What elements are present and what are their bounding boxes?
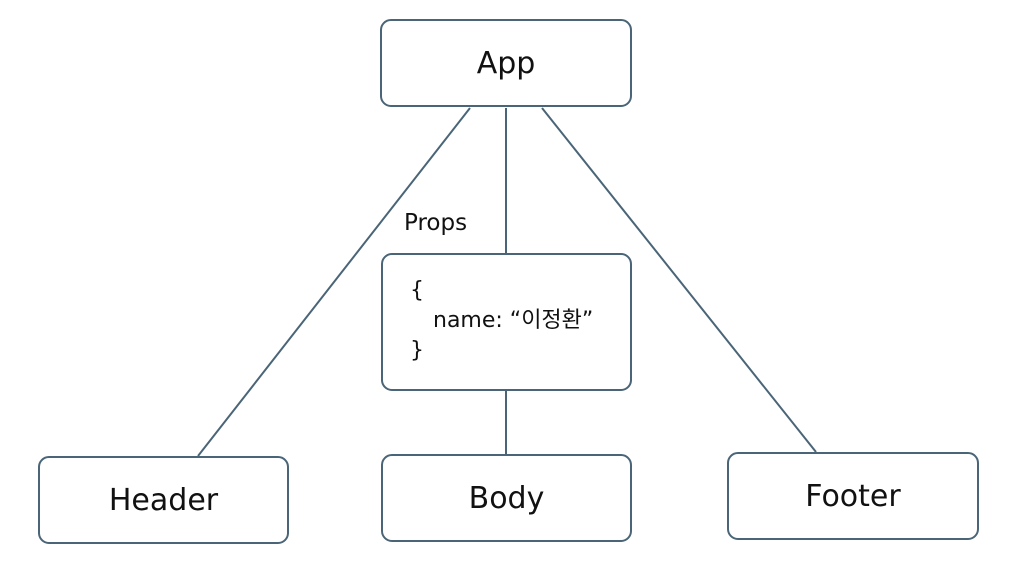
- footer-node: Footer: [727, 452, 979, 540]
- app-node-label: App: [476, 45, 536, 81]
- body-node-label: Body: [468, 480, 545, 516]
- footer-node-label: Footer: [805, 478, 901, 514]
- app-node: App: [380, 19, 632, 107]
- props-entry: name: “이정환”: [433, 308, 594, 333]
- props-close-brace: }: [410, 338, 424, 363]
- props-label: Props: [404, 210, 468, 236]
- edge-app-to-header: [197, 107, 471, 457]
- header-node-label: Header: [108, 482, 219, 518]
- edge-app-to-footer: [541, 107, 817, 453]
- props-box: { name: “이정환” }: [381, 253, 632, 391]
- header-node: Header: [38, 456, 289, 544]
- body-node: Body: [381, 454, 632, 542]
- props-open-brace: {: [410, 278, 424, 303]
